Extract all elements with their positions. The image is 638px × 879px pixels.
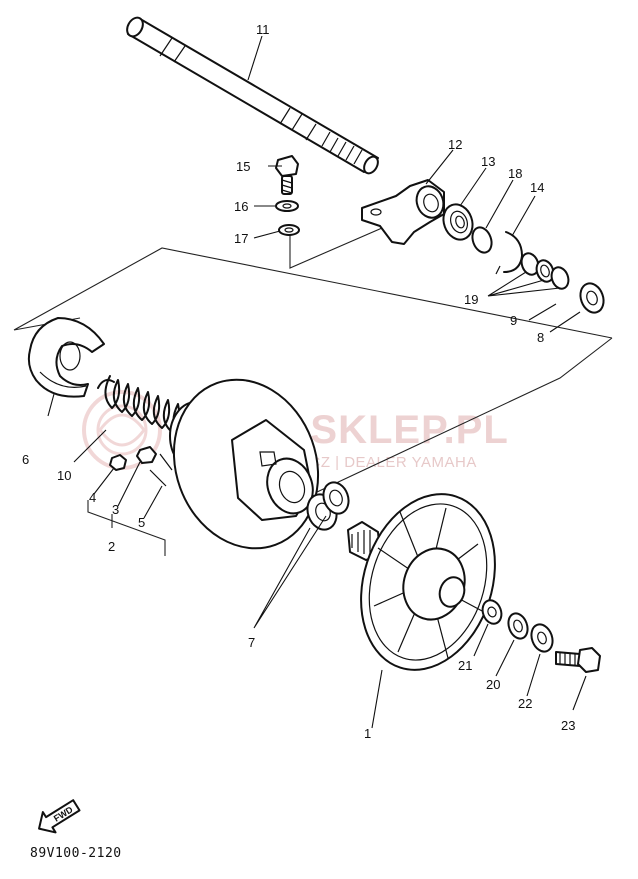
spoked-sheave-part-1 <box>347 493 496 671</box>
leader-lines <box>47 35 587 729</box>
callout-18: 18 <box>508 166 522 181</box>
bearing-holder-part-12 <box>361 179 445 245</box>
spring-part-10 <box>97 375 181 437</box>
collar-part-21 <box>481 599 503 625</box>
sheave-disc <box>172 378 320 550</box>
callout-labels: 11 15 16 17 12 13 18 14 19 9 8 6 10 4 3 … <box>22 22 575 741</box>
callout-8: 8 <box>537 330 544 345</box>
callout-2: 2 <box>108 539 115 554</box>
bracket-outline <box>289 227 383 269</box>
callout-11: 11 <box>256 22 270 37</box>
weight-part-5 <box>149 453 173 487</box>
callout-17: 17 <box>234 231 248 246</box>
washer-part-17 <box>278 224 300 236</box>
callout-9: 9 <box>510 313 517 328</box>
washer-part-8 <box>579 282 605 314</box>
callout-1: 1 <box>364 726 371 741</box>
forward-arrow-icon: FWD <box>38 799 81 834</box>
bearing-part-13 <box>442 203 474 241</box>
bushings-part-7 <box>306 481 350 531</box>
bolt-part-23 <box>555 647 601 673</box>
washer-part-22 <box>530 623 554 653</box>
callout-23: 23 <box>561 718 575 733</box>
callout-12: 12 <box>448 137 462 152</box>
cam-part-6 <box>27 317 105 398</box>
callout-10: 10 <box>57 468 71 483</box>
washer-part-16 <box>275 200 299 212</box>
nut-part-4 <box>109 454 127 471</box>
callout-22: 22 <box>518 696 532 711</box>
screw-part-3 <box>136 446 157 464</box>
callout-5: 5 <box>138 515 145 530</box>
callout-4: 4 <box>89 490 96 505</box>
parts-2-bracket <box>87 500 166 556</box>
diagram-code: 89V100-2120 <box>30 846 122 861</box>
callout-15: 15 <box>236 159 250 174</box>
collars-part-19 <box>520 252 570 290</box>
callout-3: 3 <box>112 502 119 517</box>
callout-16: 16 <box>234 199 248 214</box>
circlip-part-18 <box>471 226 493 254</box>
callout-20: 20 <box>486 677 500 692</box>
bolt-part-15 <box>275 155 299 195</box>
washer-part-20 <box>507 612 529 640</box>
callout-19: 19 <box>464 292 478 307</box>
callout-13: 13 <box>481 154 495 169</box>
spring-clip-part-14 <box>495 231 523 275</box>
callout-21: 21 <box>458 658 472 673</box>
callout-7: 7 <box>248 635 255 650</box>
shaft-part-11 <box>126 16 379 175</box>
callout-14: 14 <box>530 180 544 195</box>
callout-6: 6 <box>22 452 29 467</box>
